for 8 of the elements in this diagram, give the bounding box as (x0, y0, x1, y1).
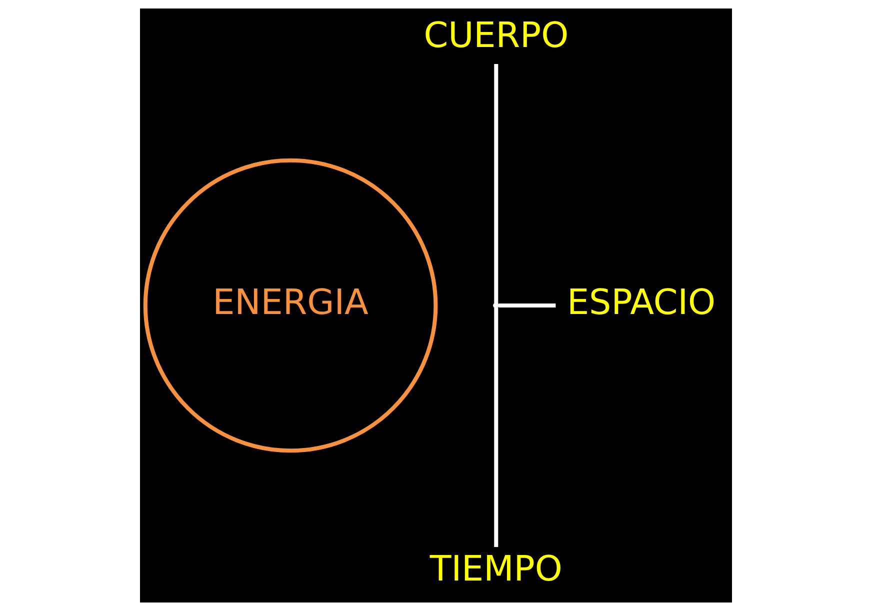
connector (494, 64, 498, 304)
node-text: ESPACIO (566, 282, 716, 323)
node-text: CUERPO (424, 16, 569, 56)
node-text: TIEMPO (430, 550, 562, 590)
node-point (493, 302, 500, 309)
node-circle: ENERGIA (143, 158, 438, 453)
connector (498, 303, 556, 308)
connector (494, 308, 498, 547)
